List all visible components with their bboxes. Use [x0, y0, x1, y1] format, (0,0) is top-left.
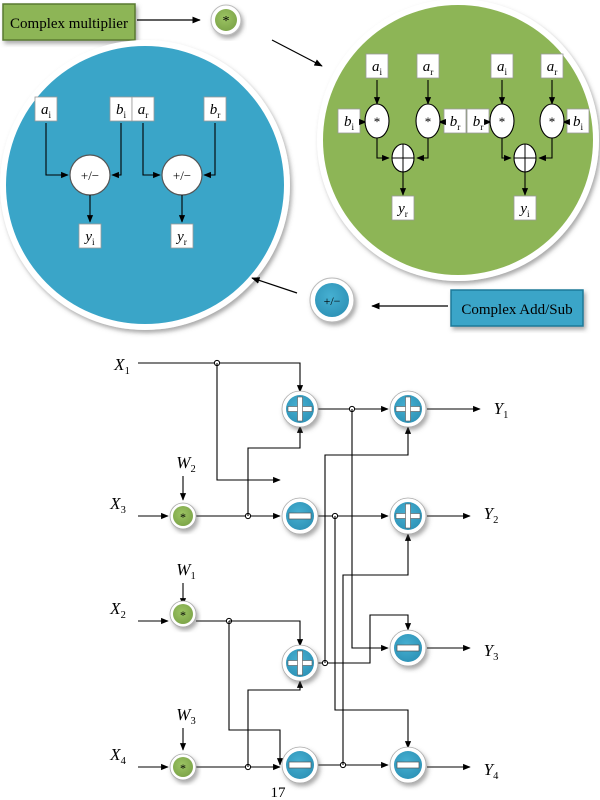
adder-node-y1	[389, 390, 427, 428]
multiplier-legend: Complex multiplier *	[2, 3, 323, 67]
mult-product-symbol-2: *	[499, 114, 506, 129]
mult-output-label-1: yi	[518, 201, 530, 220]
addsub-node-icon	[315, 283, 349, 317]
addsub-input-label-2: ar	[138, 102, 150, 121]
output-label-y1: Y1	[494, 399, 509, 421]
mult-side-input-1: br	[450, 114, 462, 133]
multiplier-node-w1: *	[169, 600, 197, 628]
multiplier-node-w3: *	[169, 753, 197, 781]
multiplier-node-icon	[215, 9, 237, 31]
mult-product-symbol-1: *	[425, 114, 432, 129]
subtractor-node-stage1-bottom	[281, 746, 319, 784]
mult-product-symbol-3: *	[549, 114, 556, 129]
multiplier-node-w1-symbol: *	[180, 608, 186, 622]
mult-top-input-3: ar	[547, 59, 559, 78]
addsub-output-label-0: yi	[83, 229, 95, 248]
input-label-x4: X4	[109, 745, 126, 767]
mult-side-input-3: bi	[573, 114, 584, 133]
input-label-x2: X2	[109, 599, 126, 621]
multiplier-node-symbol: *	[223, 14, 230, 29]
multiplier-label: Complex multiplier	[10, 16, 128, 32]
adder-node-stage1-bottom	[281, 644, 319, 682]
mult-top-input-0: ai	[372, 59, 383, 78]
multiplier-node-w3-symbol: *	[180, 761, 186, 775]
twiddle-label-w2: W2	[176, 453, 195, 475]
twiddle-label-w1: W1	[176, 560, 195, 582]
adder-node-y2	[389, 497, 427, 535]
output-label-y3: Y3	[484, 641, 499, 663]
mult-adder-left	[391, 143, 415, 173]
addsub-label-box	[450, 289, 584, 327]
page-number: 17	[271, 785, 287, 800]
twiddle-label-w3: W3	[176, 705, 195, 727]
addsub-input-label-1: bi	[116, 102, 127, 121]
addsub-node-right-symbol: +/−	[173, 168, 191, 183]
mult-output-label-0: yr	[396, 201, 409, 220]
mult-side-input-0: bi	[344, 114, 355, 133]
subtractor-node-stage1-top	[281, 497, 319, 535]
mult-side-input-2: br	[473, 114, 485, 133]
multiplier-node-w2-symbol: *	[180, 510, 186, 524]
subtractor-node-y3	[389, 629, 427, 667]
subtractor-node-y4	[389, 746, 427, 784]
addsub-output-label-1: yr	[175, 229, 188, 248]
multiplier-node-w2: *	[169, 502, 197, 530]
addsub-label: Complex Add/Sub	[461, 302, 572, 318]
output-label-y4: Y4	[484, 760, 499, 782]
mult-product-symbol-0: *	[374, 114, 381, 129]
addsub-node-left-symbol: +/−	[81, 168, 99, 183]
addsub-legend: +/− Complex Add/Sub	[251, 277, 584, 327]
mult-top-input-1: ar	[423, 59, 435, 78]
multiplier-label-box	[2, 3, 136, 41]
adder-node-stage1-top	[281, 390, 319, 428]
input-label-x3: X3	[109, 494, 126, 516]
addsub-node-symbol: +/−	[324, 294, 341, 308]
mult-adder-right	[513, 143, 537, 173]
output-label-y2: Y2	[484, 504, 499, 526]
addsub-input-label-0: ai	[41, 102, 52, 121]
input-label-x1: X1	[113, 355, 130, 377]
addsub-input-label-3: br	[210, 102, 222, 121]
mult-top-input-2: ai	[497, 59, 508, 78]
